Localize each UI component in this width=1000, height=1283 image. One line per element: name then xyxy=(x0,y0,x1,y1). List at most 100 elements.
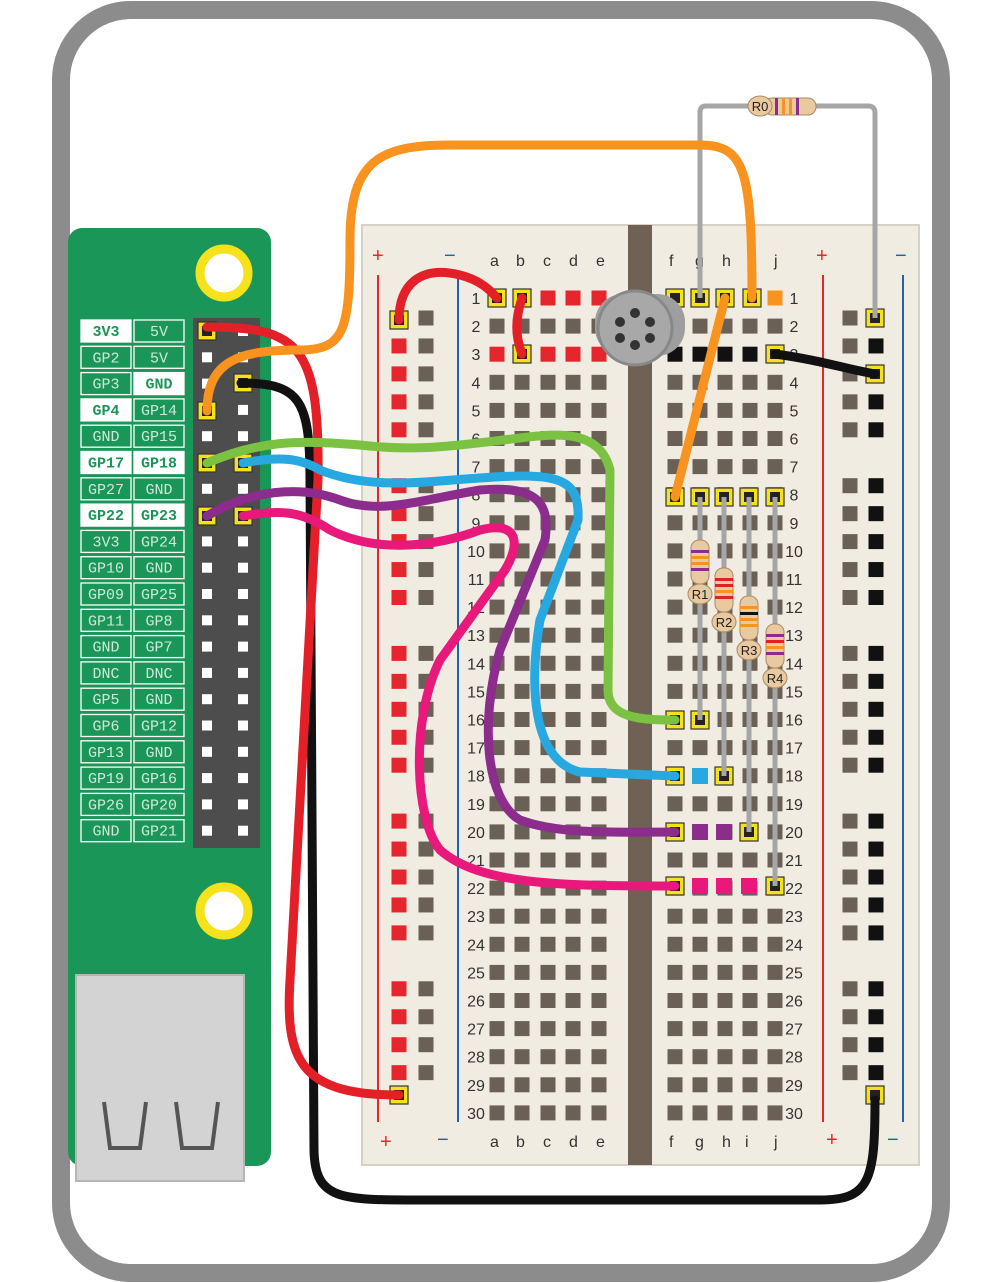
usb-port xyxy=(75,974,245,1182)
breadboard-hole xyxy=(514,1049,530,1065)
gpio-label-box xyxy=(80,424,132,448)
gpio-label-box xyxy=(133,792,185,817)
wire-red-rail-jumper xyxy=(394,267,502,325)
rail-hole xyxy=(868,1065,884,1081)
row-number: 10 xyxy=(467,544,485,561)
breadboard-hole xyxy=(591,1077,607,1093)
gpio-pin xyxy=(238,799,248,810)
rail-hole xyxy=(868,981,884,997)
gpio-label-box xyxy=(80,556,132,580)
row-number: 1 xyxy=(472,291,481,308)
breadboard-hole xyxy=(591,796,607,812)
gpio-label-box xyxy=(133,740,185,764)
breadboard-hole xyxy=(565,402,581,418)
row-number: 27 xyxy=(785,1022,803,1039)
rail-hole xyxy=(391,757,407,773)
gpio-pin-label: GP11 xyxy=(88,613,124,630)
column-label: d xyxy=(569,1134,578,1151)
gpio-label-box xyxy=(133,687,185,711)
rail-hole xyxy=(391,1009,407,1025)
gpio-pin-label: GP4 xyxy=(92,403,119,420)
row-number: 26 xyxy=(785,994,803,1011)
column-label: f xyxy=(669,253,674,270)
breadboard-hole xyxy=(692,1077,708,1093)
breadboard-hole xyxy=(767,964,783,980)
breadboard-hole xyxy=(514,627,530,643)
rail-sign-top-left-minus: − xyxy=(444,245,456,267)
breadboard-hole xyxy=(489,1105,505,1121)
breadboard-hole xyxy=(667,515,683,531)
gpio-pin-label: 5V xyxy=(150,324,168,341)
breadboard-hole xyxy=(565,936,581,952)
gpio-pin-label: GP15 xyxy=(141,429,177,446)
gpio-label-box xyxy=(133,608,185,632)
gpio-pin-label: GP12 xyxy=(141,719,177,736)
rail-hole xyxy=(391,366,407,382)
breadboard-hole xyxy=(692,740,708,756)
rail-hole xyxy=(842,925,858,941)
gpio-pin-label: 3V3 xyxy=(92,534,119,551)
breadboard-hole xyxy=(742,1077,758,1093)
breadboard-hole xyxy=(514,655,530,671)
breadboard-hole xyxy=(514,515,530,531)
gpio-pin-label: GP5 xyxy=(92,692,119,709)
gpio-label-box xyxy=(80,582,132,606)
rail-hole xyxy=(868,701,884,717)
breadboard-hole xyxy=(742,346,758,362)
breadboard-hole xyxy=(767,318,783,334)
breadboard-hole xyxy=(489,543,505,559)
row-number: 8 xyxy=(472,488,481,505)
gpio-pin-label: GP18 xyxy=(141,456,177,473)
wire-orange-jumper xyxy=(670,293,730,502)
gpio-label-box xyxy=(80,740,132,764)
rail-hole xyxy=(391,394,407,410)
gpio-label-box xyxy=(80,529,132,554)
row-number: 11 xyxy=(786,572,803,589)
column-label: b xyxy=(516,1134,525,1151)
gpio-pin-label: GND xyxy=(92,640,119,657)
row-number: 30 xyxy=(467,1106,485,1123)
rail-hole xyxy=(391,813,407,829)
breadboard-hole xyxy=(489,1021,505,1037)
breadboard-hole xyxy=(667,431,683,446)
mounting-hole-top xyxy=(195,244,253,302)
row-number: 28 xyxy=(467,1050,485,1067)
usb-slot-icon xyxy=(102,1101,148,1150)
breadboard-hole xyxy=(540,964,556,980)
rail-hole xyxy=(842,701,858,717)
row-number: 28 xyxy=(785,1050,803,1067)
rail-hole xyxy=(418,1065,434,1081)
breadboard-hole xyxy=(489,1077,505,1093)
breadboard-hole xyxy=(591,571,607,587)
rail-hole xyxy=(391,338,407,354)
rail-hole xyxy=(418,394,434,410)
breadboard-hole xyxy=(767,290,783,306)
wire-purple-gp22 xyxy=(202,484,680,837)
breadboard-hole xyxy=(717,908,733,924)
column-label: b xyxy=(516,253,525,270)
gpio-pin-label: GP23 xyxy=(141,508,177,525)
gpio-label-box xyxy=(80,819,132,843)
rail-hole xyxy=(391,1065,407,1081)
wired-hole xyxy=(716,878,732,894)
breadboard-hole xyxy=(540,936,556,952)
breadboard-hole xyxy=(514,852,530,868)
breadboard-hole xyxy=(742,1105,758,1121)
gpio-pin xyxy=(202,431,212,442)
pad-center xyxy=(870,1090,880,1100)
breadboard-hole xyxy=(514,768,530,784)
gpio-pin xyxy=(238,589,248,599)
gpio-label-box xyxy=(133,819,185,843)
gpio-label-box xyxy=(133,634,185,659)
row-number: 13 xyxy=(785,628,803,645)
gpio-pin xyxy=(238,483,248,494)
row-number: 25 xyxy=(467,965,485,982)
gpio-pin xyxy=(238,404,248,415)
breadboard-hole xyxy=(540,712,556,727)
breadboard-hole xyxy=(540,655,556,671)
rail-hole xyxy=(391,701,407,717)
breadboard-hole xyxy=(565,993,581,1008)
rail-hole xyxy=(868,562,884,578)
breadboard-hole xyxy=(717,993,733,1008)
